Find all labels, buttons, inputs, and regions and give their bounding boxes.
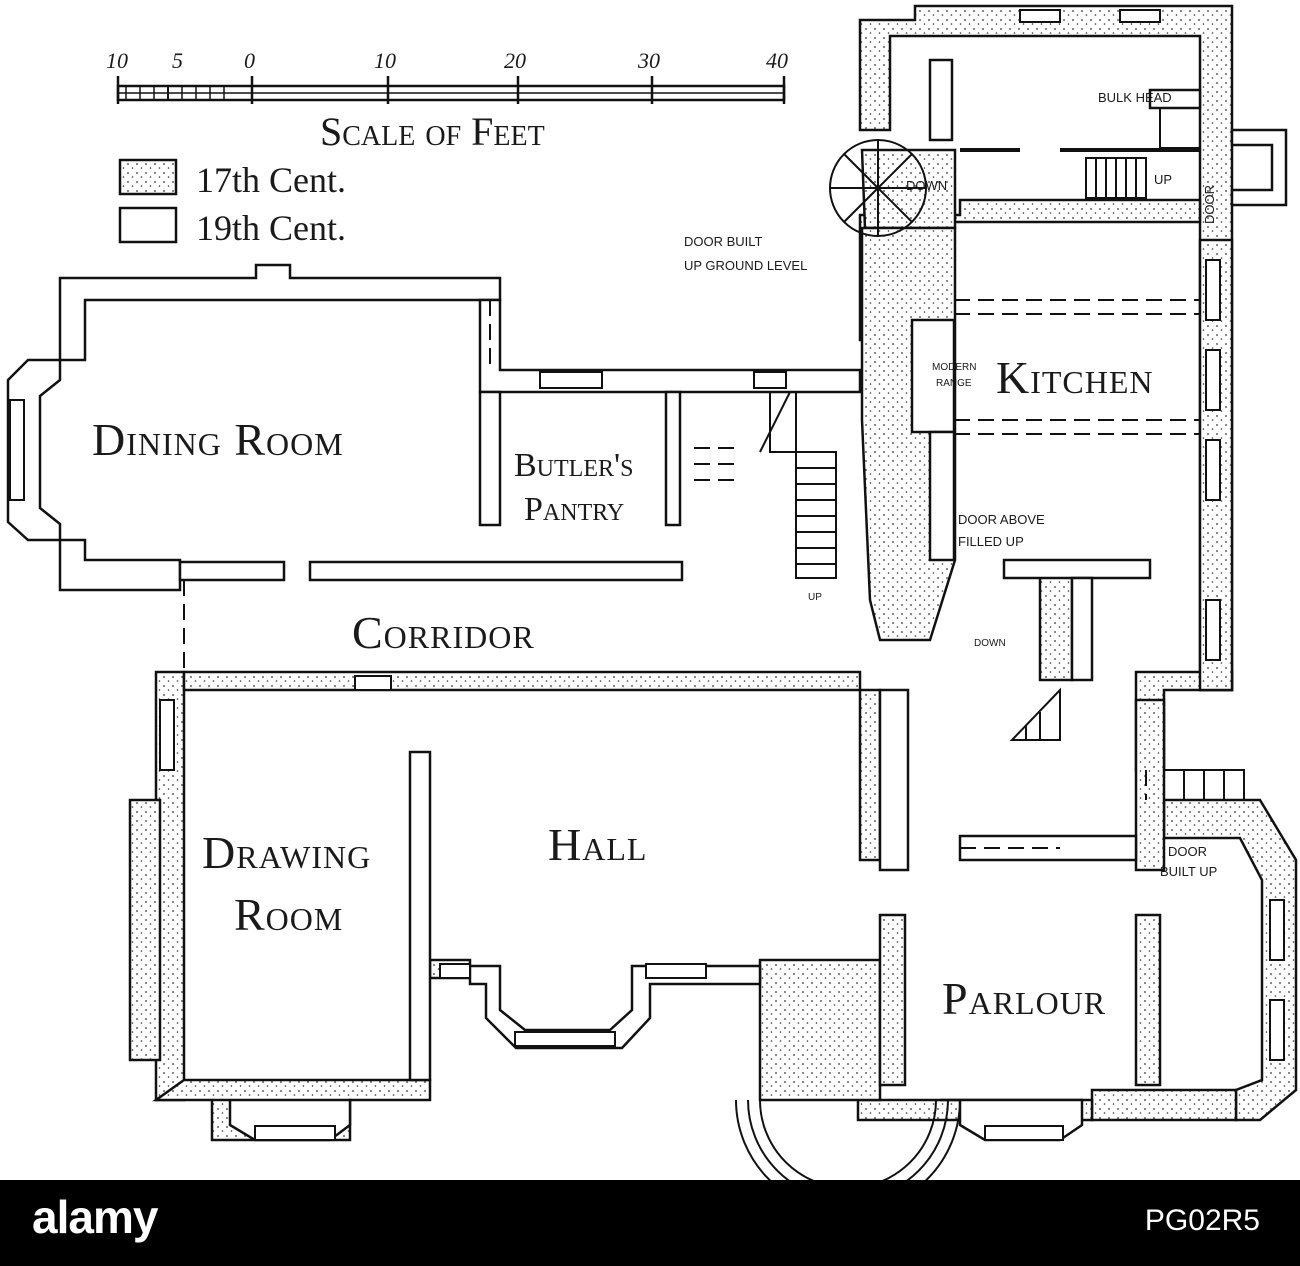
legend-swatch-19th xyxy=(118,206,178,244)
windows xyxy=(9,9,1285,1141)
note-up: Up xyxy=(1154,172,1172,187)
note-down: Down xyxy=(974,638,1006,649)
scale-title: Scale of Feet xyxy=(320,109,545,154)
note-bulk-head: Bulk Head xyxy=(1098,90,1172,105)
watermark-footer: alamy PG02R5 xyxy=(0,1180,1300,1266)
note-door-above: Filled Up xyxy=(958,534,1024,549)
note-modern-range: Range xyxy=(936,378,972,389)
dashed-lines xyxy=(183,299,1200,849)
room-label-drawing-room: Drawing xyxy=(202,827,371,878)
note-door-built-up: Built Up xyxy=(1160,864,1217,879)
scale-bar: 10 5 0 10 20 30 40 Scale of Feet xyxy=(106,48,788,154)
room-label-dining-room: Dining Room xyxy=(92,414,344,465)
scale-tick-label: 0 xyxy=(244,48,255,73)
floor-plan: 10 5 0 10 20 30 40 Scale of Feet 17th Ce… xyxy=(6,4,1298,1180)
room-label-butlers-pantry: Butler's xyxy=(514,447,633,484)
legend: 17th Cent. 19th Cent. xyxy=(118,158,346,248)
room-label-hall: Hall xyxy=(548,819,647,870)
legend-label-17th: 17th Cent. xyxy=(196,160,346,200)
room-label-butlers-pantry: Pantry xyxy=(524,491,624,528)
note-door-built-up-ground: Door Built xyxy=(684,234,763,249)
room-labels: Dining Room Butler's Pantry Kitchen Corr… xyxy=(92,352,1154,1024)
note-up: Up xyxy=(808,592,822,603)
scale-tick-label: 5 xyxy=(172,48,183,73)
stairs xyxy=(759,107,1245,801)
note-door: Door xyxy=(1202,185,1217,224)
note-modern-range: Modern xyxy=(932,362,976,373)
annotations: Bulk Head Up Down Door Built Up Ground L… xyxy=(684,90,1217,879)
scale-tick-label: 20 xyxy=(504,48,526,73)
scale-tick-label: 10 xyxy=(106,48,128,73)
scale-tick-label: 40 xyxy=(766,48,788,73)
alamy-logo: alamy xyxy=(32,1191,158,1243)
room-label-corridor: Corridor xyxy=(352,607,535,658)
legend-label-19th: 19th Cent. xyxy=(196,208,346,248)
room-label-parlour: Parlour xyxy=(942,973,1106,1024)
legend-swatch-17th xyxy=(118,158,178,196)
note-door-above: Door Above xyxy=(958,512,1045,527)
note-door-built-up: Door xyxy=(1168,844,1207,859)
scale-tick-label: 10 xyxy=(374,48,396,73)
room-label-kitchen: Kitchen xyxy=(996,352,1154,403)
entrance-steps xyxy=(735,1099,961,1180)
note-down: Down xyxy=(906,178,947,193)
scale-tick-label: 30 xyxy=(637,48,660,73)
room-label-drawing-room: Room xyxy=(234,889,343,940)
image-id: PG02R5 xyxy=(1144,1204,1260,1237)
note-door-built-up-ground: Up Ground Level xyxy=(684,258,807,273)
